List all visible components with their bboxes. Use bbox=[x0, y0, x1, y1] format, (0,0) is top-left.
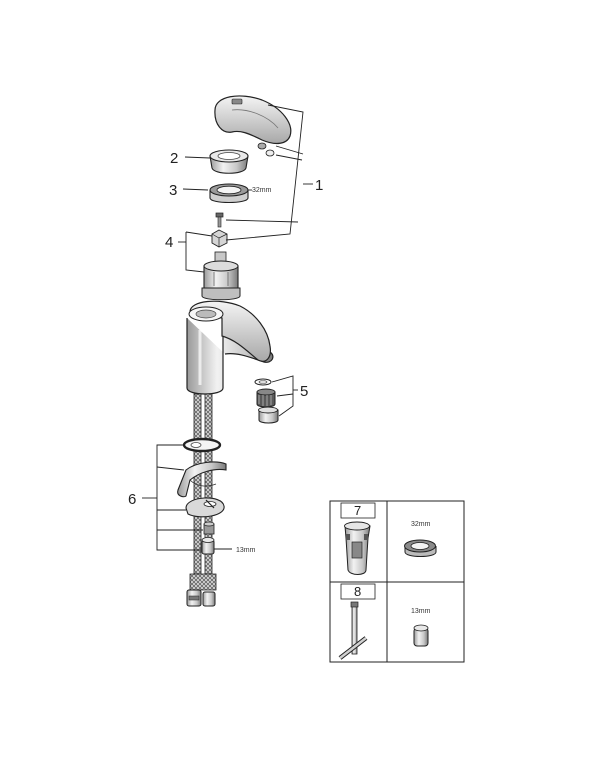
callout-6: 6 bbox=[128, 491, 136, 508]
callout-5: 5 bbox=[300, 383, 308, 400]
tool-7-size: 32mm bbox=[411, 521, 431, 528]
nut-13mm-icon bbox=[413, 624, 429, 647]
nut-32mm-icon bbox=[404, 539, 437, 557]
horseshoe-washer bbox=[185, 497, 225, 518]
hose-connectors bbox=[186, 573, 217, 607]
lever-handle bbox=[214, 95, 292, 145]
retaining-nut bbox=[209, 183, 249, 204]
nut-size-label: 32mm bbox=[252, 187, 272, 194]
t-key-tool-icon bbox=[338, 601, 368, 660]
tool-8-size: 13mm bbox=[411, 608, 431, 615]
leader-lines bbox=[142, 104, 313, 551]
callout-2: 2 bbox=[170, 150, 178, 167]
aerator-housing bbox=[258, 406, 279, 424]
cover-cap bbox=[209, 149, 249, 174]
faucet-body bbox=[186, 300, 274, 395]
ceramic-cartridge bbox=[201, 251, 241, 301]
callout-1: 1 bbox=[315, 177, 323, 194]
support-bracket bbox=[177, 461, 227, 498]
tool-8-number: 8 bbox=[354, 584, 361, 599]
tool-7-number: 7 bbox=[354, 503, 361, 518]
cartridge-screw bbox=[215, 212, 224, 228]
base-gasket-ring bbox=[182, 437, 222, 453]
spline-adapter bbox=[211, 229, 228, 248]
handle-grub-screw bbox=[257, 142, 275, 157]
fixing-nut-13mm bbox=[201, 537, 215, 555]
callout-4: 4 bbox=[165, 234, 173, 251]
threaded-rod-stub bbox=[203, 521, 215, 535]
socket-wrench-icon bbox=[344, 521, 371, 575]
aerator-insert bbox=[256, 388, 276, 408]
callout-3: 3 bbox=[169, 182, 177, 199]
aerator-washer bbox=[254, 378, 272, 386]
hose-nut-size-label: 13mm bbox=[236, 547, 256, 554]
